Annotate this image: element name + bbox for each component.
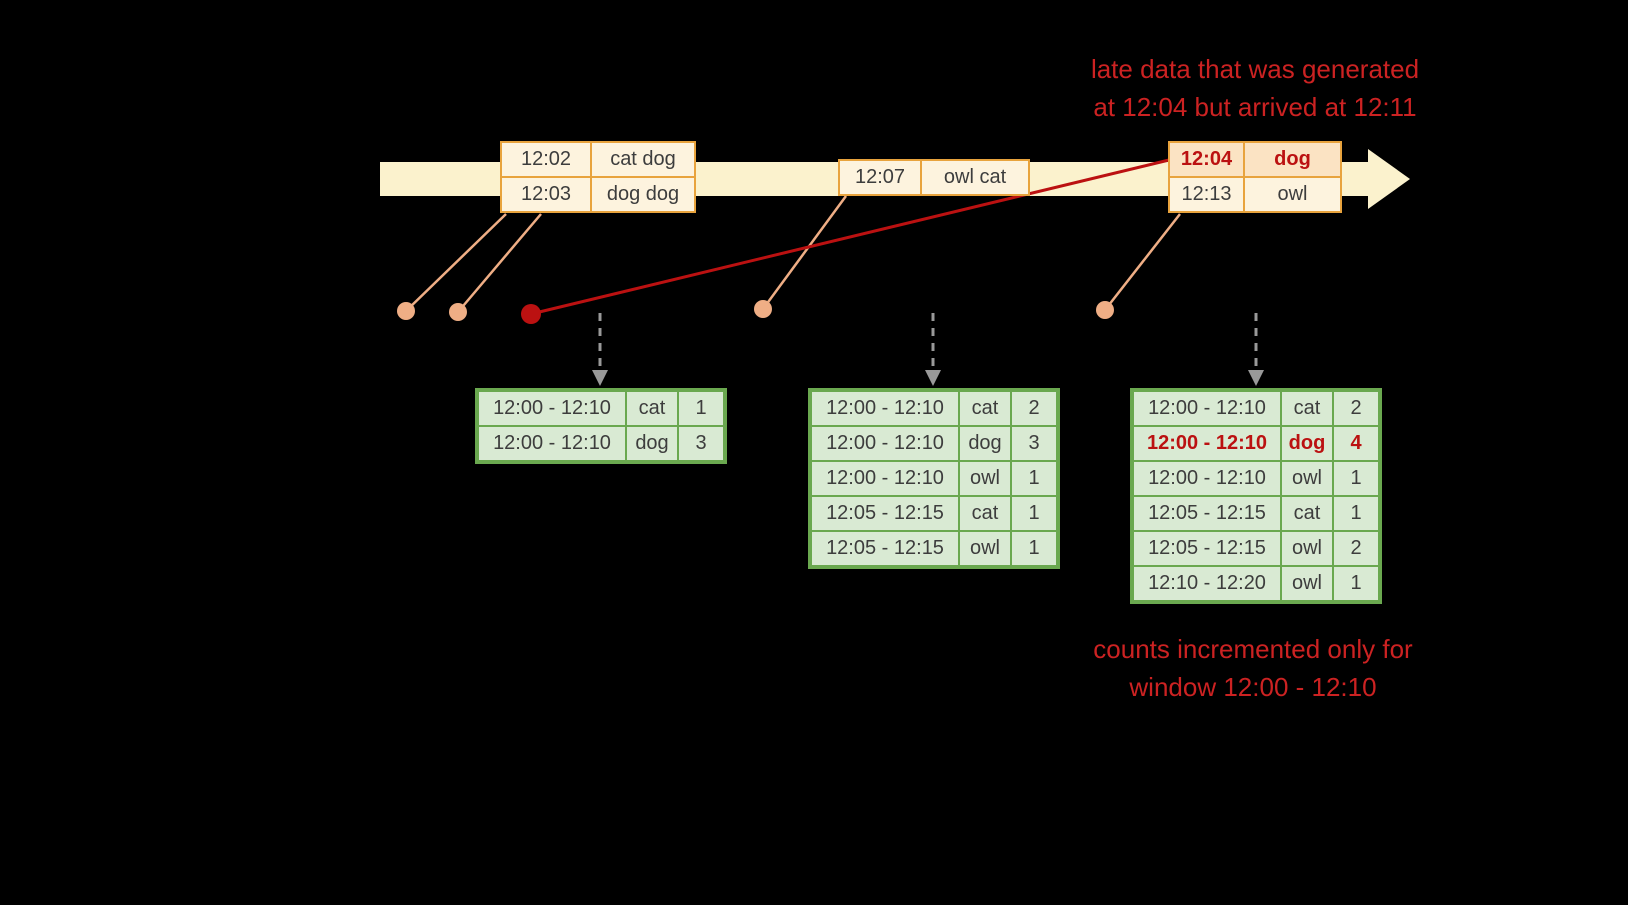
event-table-2: 12:07 owl cat [838,159,1030,196]
result-count: 4 [1332,425,1380,462]
result-window: 12:05 - 12:15 [810,530,960,567]
result-word: dog [1280,425,1334,462]
connector-line-1207 [761,195,848,310]
result-word: cat [1280,390,1334,427]
event-table-3: 12:04 dog 12:13 owl [1168,141,1342,213]
late-data-annotation-line2: at 12:04 but arrived at 12:11 [1093,92,1417,122]
event-time: 12:07 [838,159,922,196]
result-window: 12:00 - 12:10 [810,425,960,462]
event-dot-1207 [754,300,772,318]
event-row: 12:03 dog dog [500,176,696,213]
result-window: 12:05 - 12:15 [1132,530,1282,567]
result-word: cat [958,390,1012,427]
trigger-arrowhead-3 [1248,370,1264,386]
result-window: 12:00 - 12:10 [477,425,627,462]
result-window: 12:00 - 12:10 [1132,425,1282,462]
event-dot-1203 [449,303,467,321]
result-window: 12:05 - 12:15 [1132,495,1282,532]
result-row: 12:00 - 12:10 cat 2 [810,390,1058,427]
result-word: owl [1280,565,1334,602]
result-row: 12:00 - 12:10 cat 2 [1132,390,1380,427]
result-window: 12:00 - 12:10 [810,390,960,427]
event-row: 12:02 cat dog [500,141,696,178]
result-row: 12:00 - 12:10 dog 3 [477,425,725,462]
event-row: 12:07 owl cat [838,159,1030,196]
timeline-arrowhead [1368,149,1410,209]
result-window: 12:00 - 12:10 [810,460,960,497]
result-word: owl [958,530,1012,567]
result-count: 1 [1332,565,1380,602]
result-row: 12:05 - 12:15 cat 1 [810,495,1058,532]
event-words: owl [1243,176,1342,213]
result-row: 12:00 - 12:10 dog 3 [810,425,1058,462]
result-table-1: 12:00 - 12:10 cat 1 12:00 - 12:10 dog 3 [475,388,727,464]
result-window: 12:05 - 12:15 [810,495,960,532]
event-dot-1202 [397,302,415,320]
connector-line-1202 [405,213,507,312]
trigger-arrowhead-2 [925,370,941,386]
result-count: 1 [1010,530,1058,567]
late-event-row: 12:04 dog [1168,141,1342,178]
event-time: 12:02 [500,141,592,178]
event-time: 12:04 [1168,141,1245,178]
late-data-annotation: late data that was generated at 12:04 bu… [1040,50,1470,126]
counts-annotation-line1: counts incremented only for [1093,634,1413,664]
result-table-2: 12:00 - 12:10 cat 2 12:00 - 12:10 dog 3 … [808,388,1060,569]
result-row: 12:05 - 12:15 cat 1 [1132,495,1380,532]
result-window: 12:00 - 12:10 [477,390,627,427]
result-word: dog [625,425,679,462]
result-window: 12:00 - 12:10 [1132,390,1282,427]
result-count: 1 [1332,495,1380,532]
result-row-incremented: 12:00 - 12:10 dog 4 [1132,425,1380,462]
late-data-line [530,158,1170,316]
result-row: 12:10 - 12:20 owl 1 [1132,565,1380,602]
result-row: 12:00 - 12:10 cat 1 [477,390,725,427]
result-row: 12:05 - 12:15 owl 1 [810,530,1058,567]
event-time: 12:03 [500,176,592,213]
result-count: 1 [1010,460,1058,497]
event-words: cat dog [590,141,696,178]
result-word: cat [1280,495,1334,532]
event-words: dog [1243,141,1342,178]
late-event-dot-1204 [521,304,541,324]
result-count: 1 [677,390,725,427]
result-word: owl [1280,460,1334,497]
result-count: 2 [1332,390,1380,427]
result-count: 1 [1010,495,1058,532]
event-row: 12:13 owl [1168,176,1342,213]
result-table-3: 12:00 - 12:10 cat 2 12:00 - 12:10 dog 4 … [1130,388,1382,604]
connector-line-1203 [457,213,542,313]
result-window: 12:10 - 12:20 [1132,565,1282,602]
result-count: 3 [1010,425,1058,462]
counts-annotation: counts incremented only for window 12:00… [1038,630,1468,706]
result-count: 2 [1010,390,1058,427]
result-word: owl [958,460,1012,497]
result-row: 12:00 - 12:10 owl 1 [1132,460,1380,497]
counts-annotation-line2: window 12:00 - 12:10 [1129,672,1377,702]
event-table-1: 12:02 cat dog 12:03 dog dog [500,141,696,213]
result-window: 12:00 - 12:10 [1132,460,1282,497]
result-word: owl [1280,530,1334,567]
result-word: cat [958,495,1012,532]
trigger-arrowhead-1 [592,370,608,386]
event-words: dog dog [590,176,696,213]
event-words: owl cat [920,159,1030,196]
result-word: dog [958,425,1012,462]
event-time: 12:13 [1168,176,1245,213]
result-row: 12:05 - 12:15 owl 2 [1132,530,1380,567]
result-row: 12:00 - 12:10 owl 1 [810,460,1058,497]
result-count: 2 [1332,530,1380,567]
result-count: 3 [677,425,725,462]
connector-line-1213 [1104,213,1181,311]
result-word: cat [625,390,679,427]
late-data-annotation-line1: late data that was generated [1090,54,1420,84]
event-dot-1213 [1096,301,1114,319]
result-count: 1 [1332,460,1380,497]
